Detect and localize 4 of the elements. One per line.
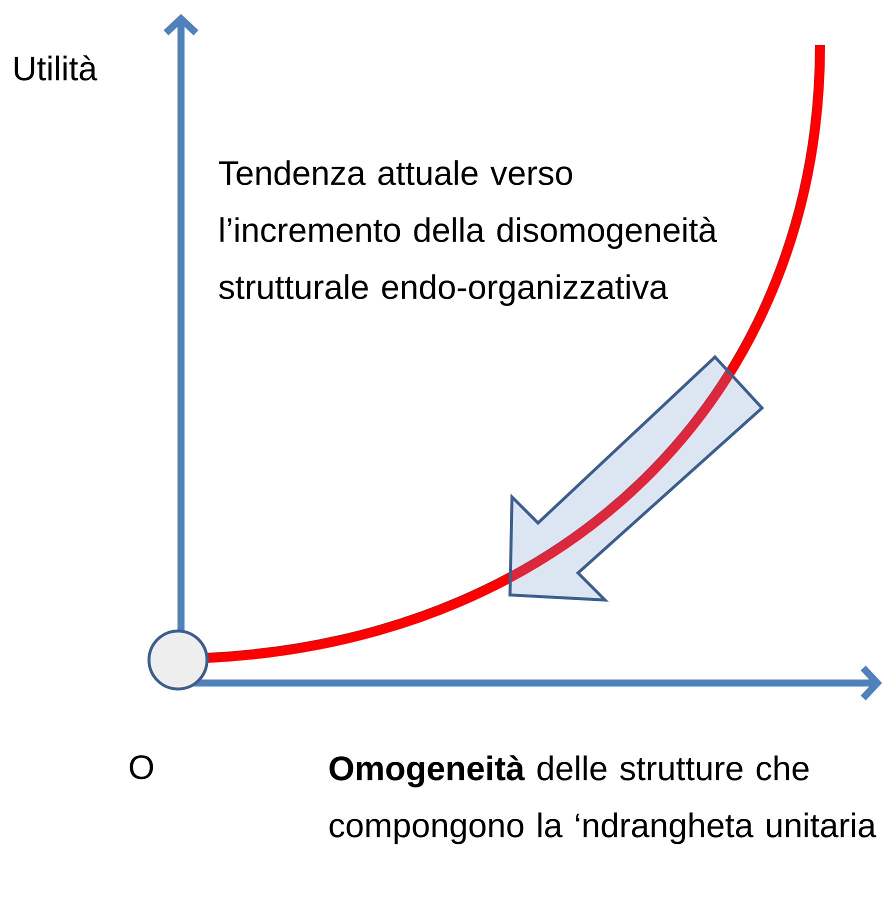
axis-label: Utilità <box>14 55 98 81</box>
axis-label: Omogeneità delle strutture che compongono la ‘ndrangheta unitaria <box>330 755 876 844</box>
axis-label: Tendenza attuale verso l’incremento della disomogeneità strutturale endo-organizzativa <box>218 160 718 306</box>
axis-label: O <box>130 755 154 780</box>
